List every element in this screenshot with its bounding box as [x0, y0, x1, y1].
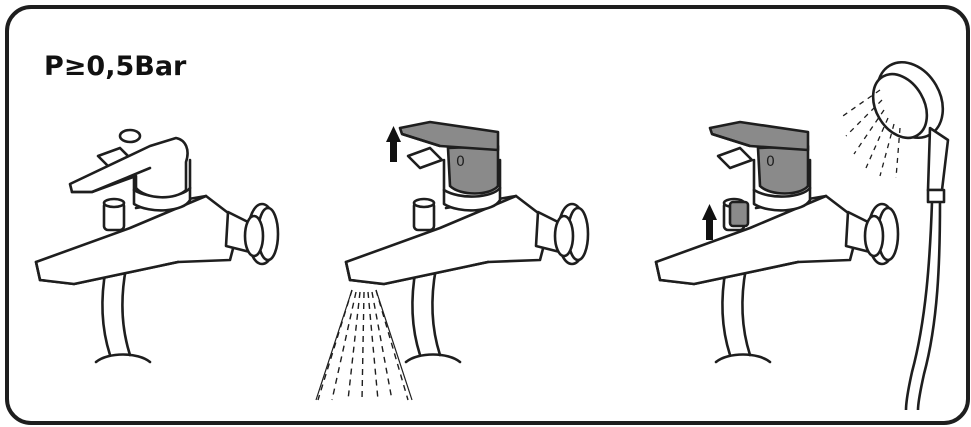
- svg-text:0: 0: [766, 154, 775, 170]
- svg-text:0: 0: [456, 154, 465, 170]
- faucet-shower-mode: 0: [656, 122, 898, 362]
- up-arrow-icon: [386, 126, 401, 162]
- faucet-tub-mode: 0: [346, 122, 588, 362]
- faucet-closed: [36, 130, 278, 362]
- up-arrow-icon: [702, 204, 717, 240]
